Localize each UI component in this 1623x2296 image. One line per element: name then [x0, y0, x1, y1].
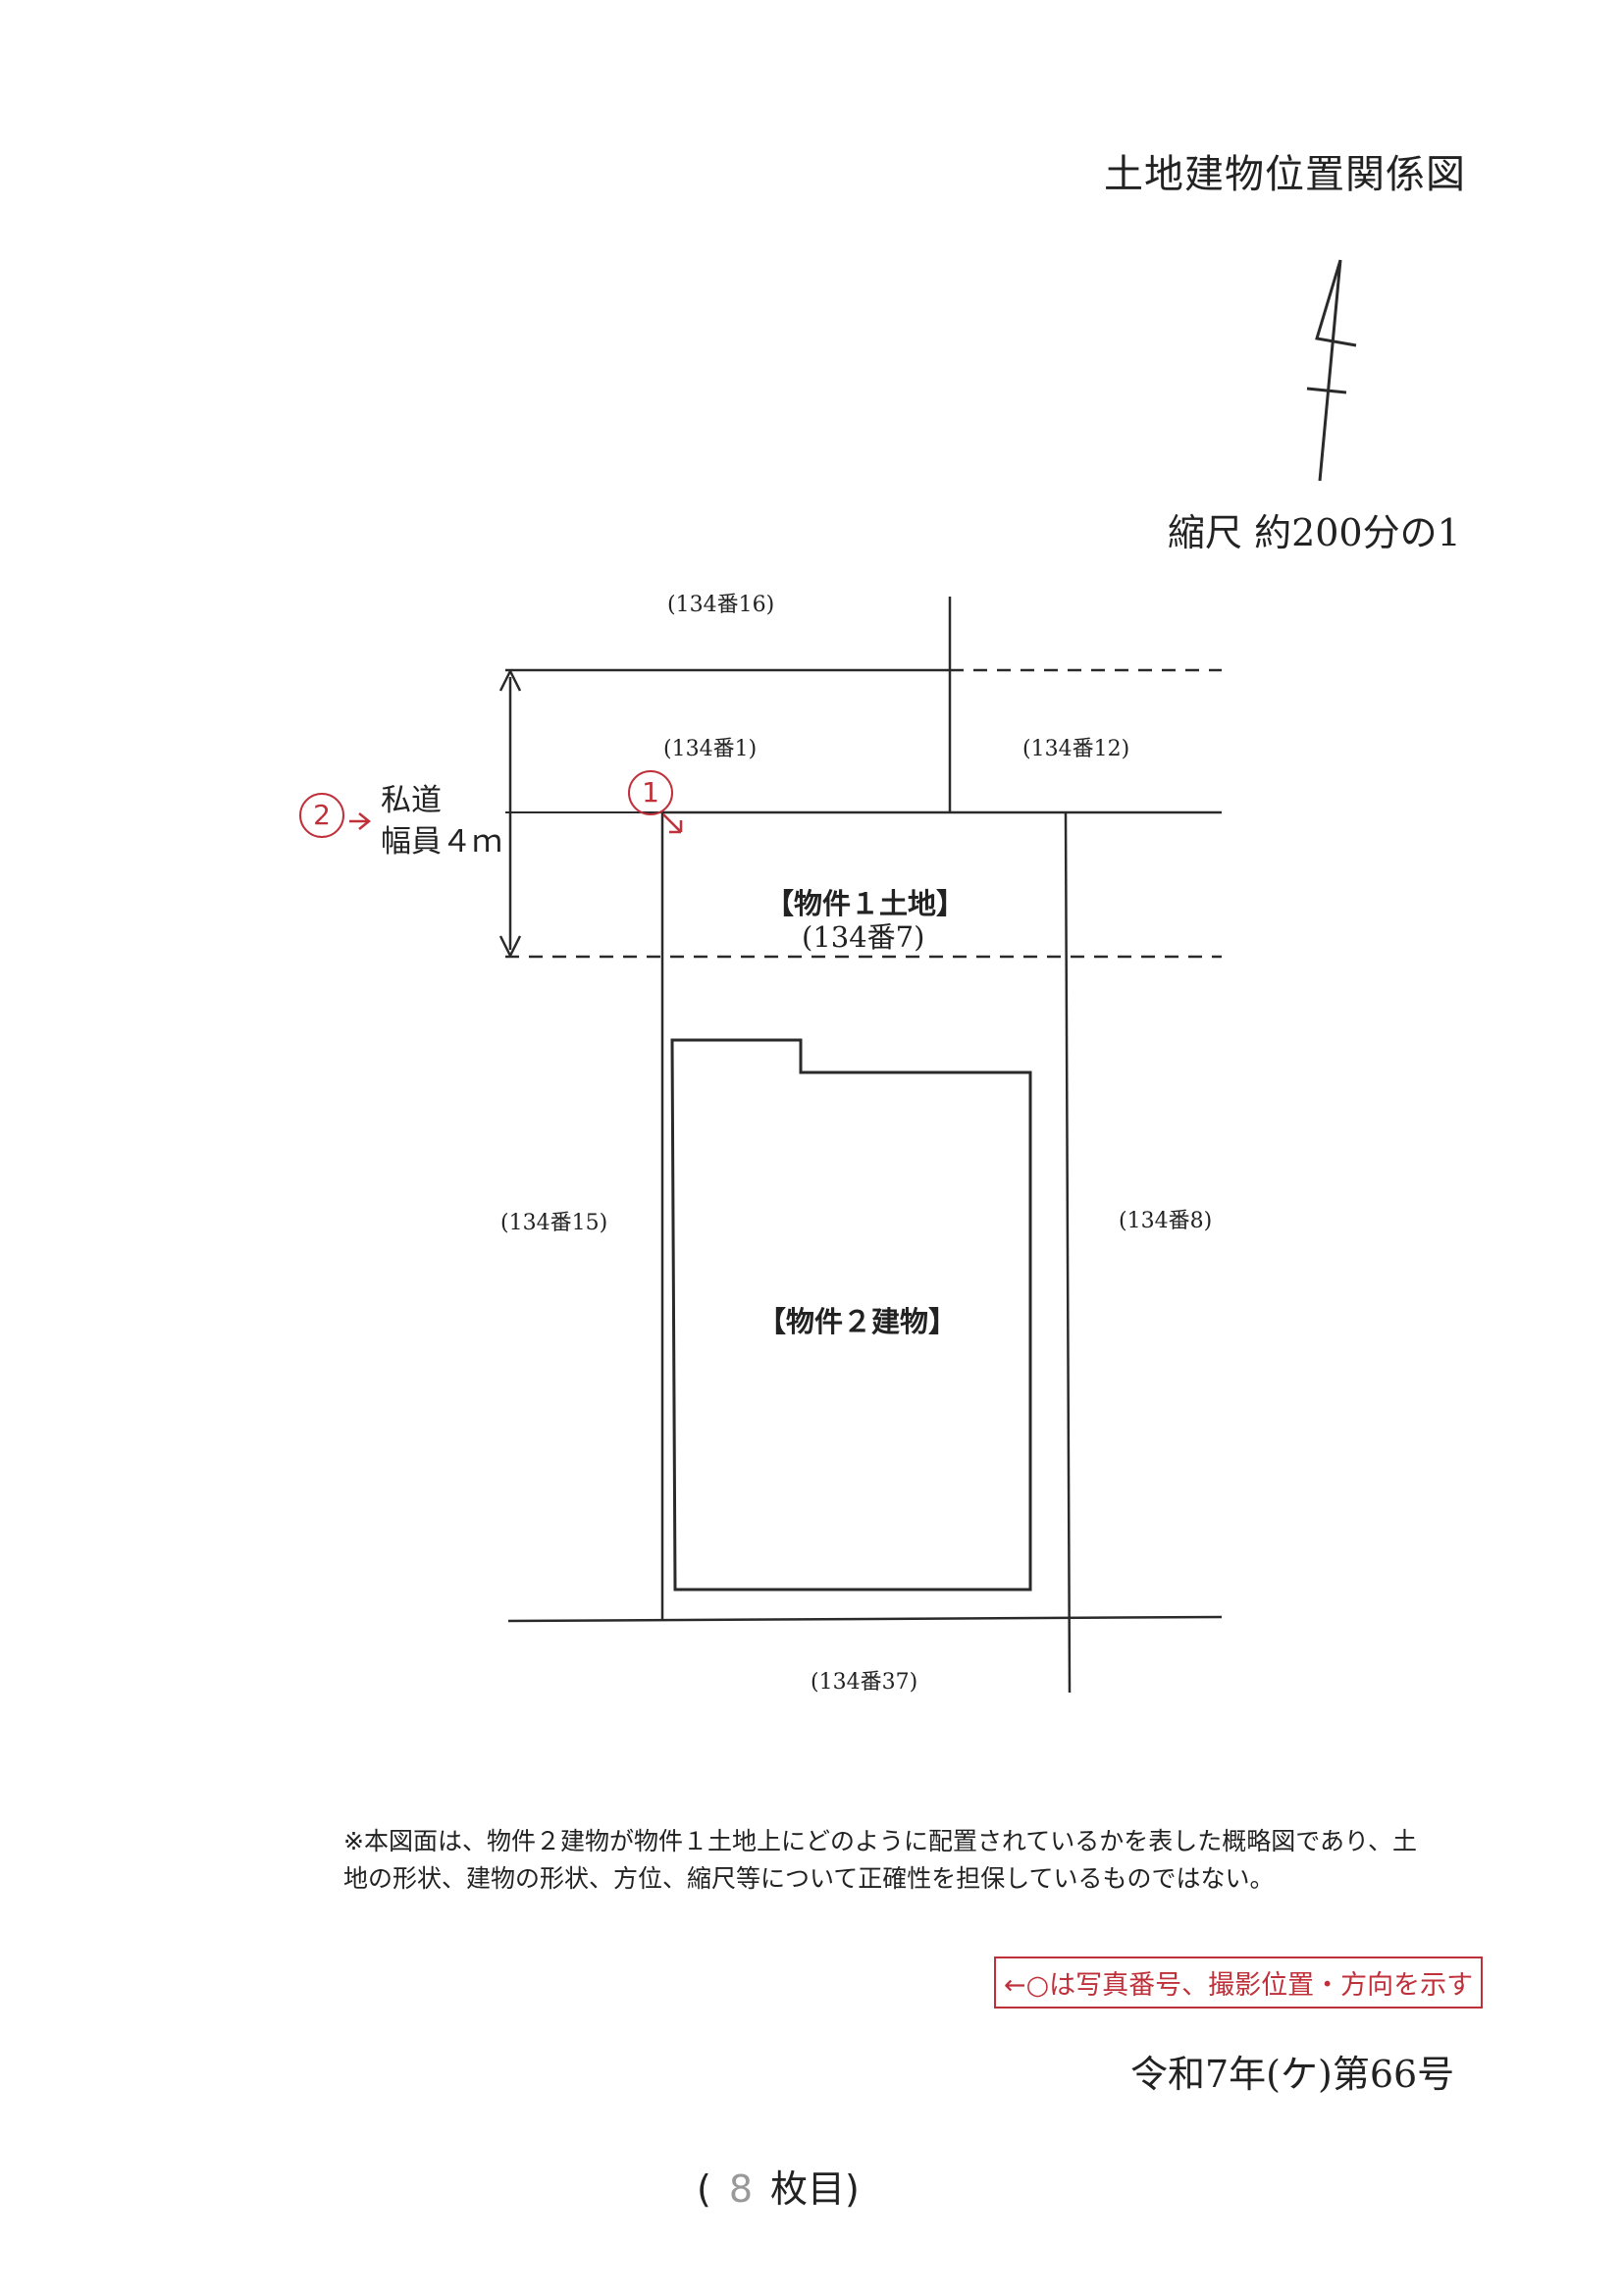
parcel-south-boundary — [507, 1615, 1223, 1623]
lot-label-134-1: (134番1) — [663, 737, 758, 761]
property2-name: 【物件２建物】 — [758, 1305, 958, 1338]
photo-legend: ←○は写真番号、撮影位置・方向を示す — [994, 1957, 1484, 2009]
dimension-arrow-bottom — [498, 935, 522, 957]
road-width: 幅員４ｍ — [381, 824, 502, 860]
lot-label-134-8: (134番8) — [1119, 1209, 1213, 1233]
case-number: 令和7年(ケ)第66号 — [1130, 2053, 1455, 2096]
road-label: 私道 幅員４ｍ — [381, 780, 502, 862]
page-open: ( — [697, 2167, 711, 2211]
page-number: (8 枚目) — [697, 2159, 860, 2213]
road-name: 私道 — [381, 783, 442, 818]
disclaimer-note: ※本図面は、物件２建物が物件１土地上にどのように配置されているかを表した概略図で… — [343, 1827, 1417, 1893]
building-outline — [670, 1038, 1032, 1592]
page-suffix: 枚目) — [770, 2167, 860, 2211]
photo-marker-1: 1 — [628, 770, 673, 815]
scale-label: 縮尺 約200分の1 — [1168, 511, 1461, 554]
lot-label-134-15: (134番15) — [500, 1211, 608, 1235]
parcel-east-boundary — [1064, 811, 1072, 1694]
lot-label-134-12: (134番12) — [1022, 737, 1130, 761]
dimension-arrow-top — [498, 670, 522, 692]
north-arrow-icon — [1306, 259, 1357, 482]
page-number-value: 8 — [728, 2167, 754, 2211]
photo-marker-2: 2 — [299, 793, 344, 838]
photo-2-arrow-icon — [349, 812, 372, 830]
lot-label-134-37: (134番37) — [811, 1670, 918, 1695]
diagram-title: 土地建物位置関係図 — [1104, 152, 1466, 197]
property1-lot: (134番7) — [802, 920, 925, 954]
photo-1-arrow-icon — [662, 813, 683, 834]
lot-label-134-16: (134番16) — [667, 593, 775, 617]
property1-name: 【物件１土地】 — [765, 887, 966, 920]
